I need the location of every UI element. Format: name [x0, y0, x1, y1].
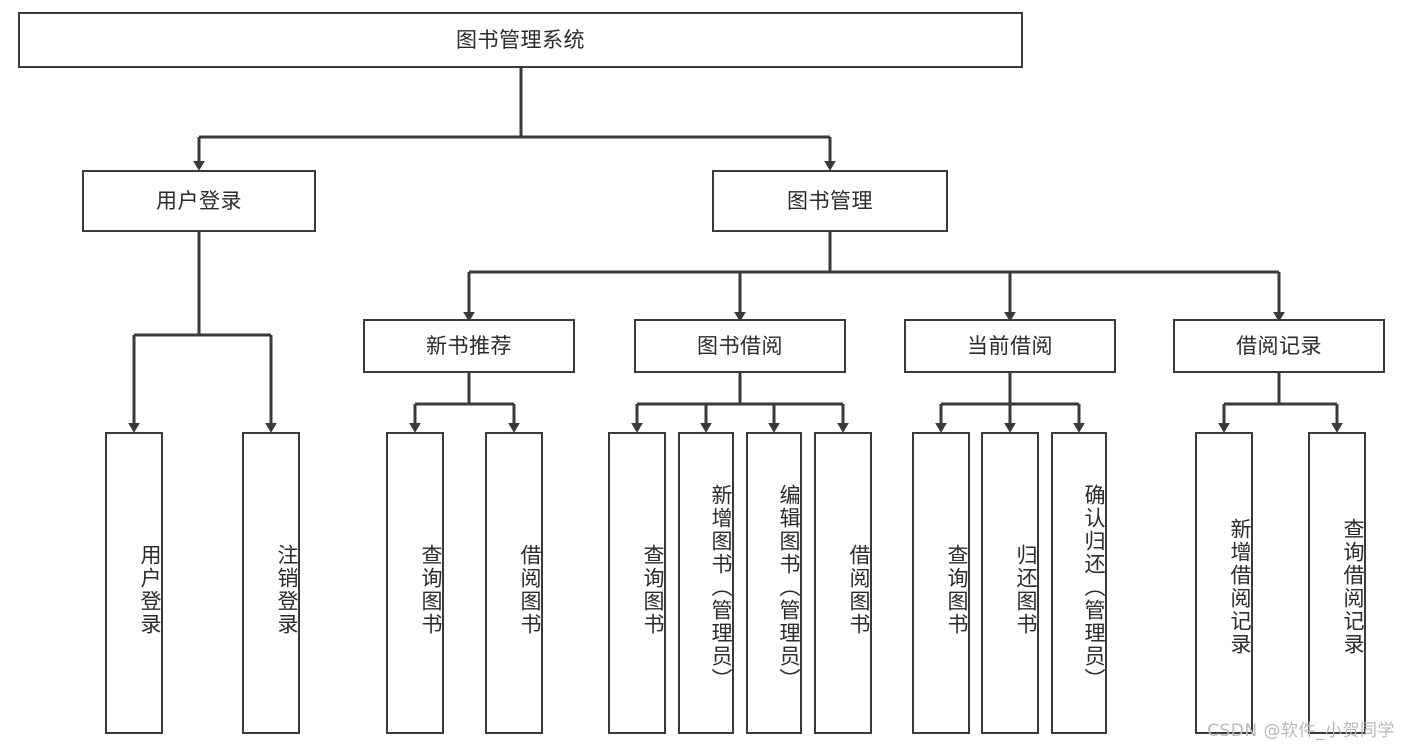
node-leaf-borrow-book-2[interactable]: 借阅图书	[814, 432, 872, 734]
node-leaf-query-book-2[interactable]: 查询图书	[608, 432, 666, 734]
node-leaf-query-book-3[interactable]: 查询图书	[912, 432, 970, 734]
node-leaf-return-book[interactable]: 归还图书	[981, 432, 1039, 734]
node-new-book-recommend[interactable]: 新书推荐	[363, 319, 575, 373]
node-user-login-label: 用户登录	[156, 188, 242, 213]
node-user-login[interactable]: 用户登录	[82, 170, 316, 232]
node-leaf-logout-login-label: 注销登录	[275, 544, 299, 636]
node-leaf-user-login-label: 用户登录	[138, 544, 162, 636]
node-leaf-add-record-label: 新增借阅记录	[1228, 518, 1252, 656]
node-leaf-query-book-3-label: 查询图书	[945, 544, 969, 636]
node-leaf-logout-login[interactable]: 注销登录	[242, 432, 300, 734]
node-book-borrow[interactable]: 图书借阅	[634, 319, 846, 373]
node-leaf-add-book-label: 新增图书（管理员）	[709, 483, 733, 691]
node-current-borrow-label: 当前借阅	[967, 333, 1053, 358]
node-borrow-record-label: 借阅记录	[1236, 333, 1322, 358]
node-leaf-add-record[interactable]: 新增借阅记录	[1195, 432, 1253, 734]
node-leaf-query-record-label: 查询借阅记录	[1341, 518, 1365, 656]
node-current-borrow[interactable]: 当前借阅	[904, 319, 1116, 373]
node-root[interactable]: 图书管理系统	[18, 12, 1023, 68]
node-leaf-add-book[interactable]: 新增图书（管理员）	[678, 432, 734, 734]
node-leaf-confirm-return[interactable]: 确认归还（管理员）	[1051, 432, 1107, 734]
node-leaf-user-login[interactable]: 用户登录	[105, 432, 163, 734]
node-leaf-borrow-book-1[interactable]: 借阅图书	[485, 432, 543, 734]
node-leaf-query-book-1[interactable]: 查询图书	[386, 432, 444, 734]
node-leaf-query-book-1-label: 查询图书	[419, 544, 443, 636]
node-leaf-query-record[interactable]: 查询借阅记录	[1308, 432, 1366, 734]
node-leaf-edit-book[interactable]: 编辑图书（管理员）	[746, 432, 802, 734]
node-leaf-query-book-2-label: 查询图书	[641, 544, 665, 636]
node-leaf-return-book-label: 归还图书	[1014, 544, 1038, 636]
node-book-borrow-label: 图书借阅	[697, 333, 783, 358]
node-new-book-recommend-label: 新书推荐	[426, 333, 512, 358]
node-book-manage[interactable]: 图书管理	[712, 170, 948, 232]
node-root-label: 图书管理系统	[456, 27, 585, 52]
node-leaf-borrow-book-2-label: 借阅图书	[847, 544, 871, 636]
node-leaf-borrow-book-1-label: 借阅图书	[518, 544, 542, 636]
node-book-manage-label: 图书管理	[787, 188, 873, 213]
node-leaf-edit-book-label: 编辑图书（管理员）	[777, 483, 801, 691]
node-borrow-record[interactable]: 借阅记录	[1173, 319, 1385, 373]
node-leaf-confirm-return-label: 确认归还（管理员）	[1082, 483, 1106, 691]
